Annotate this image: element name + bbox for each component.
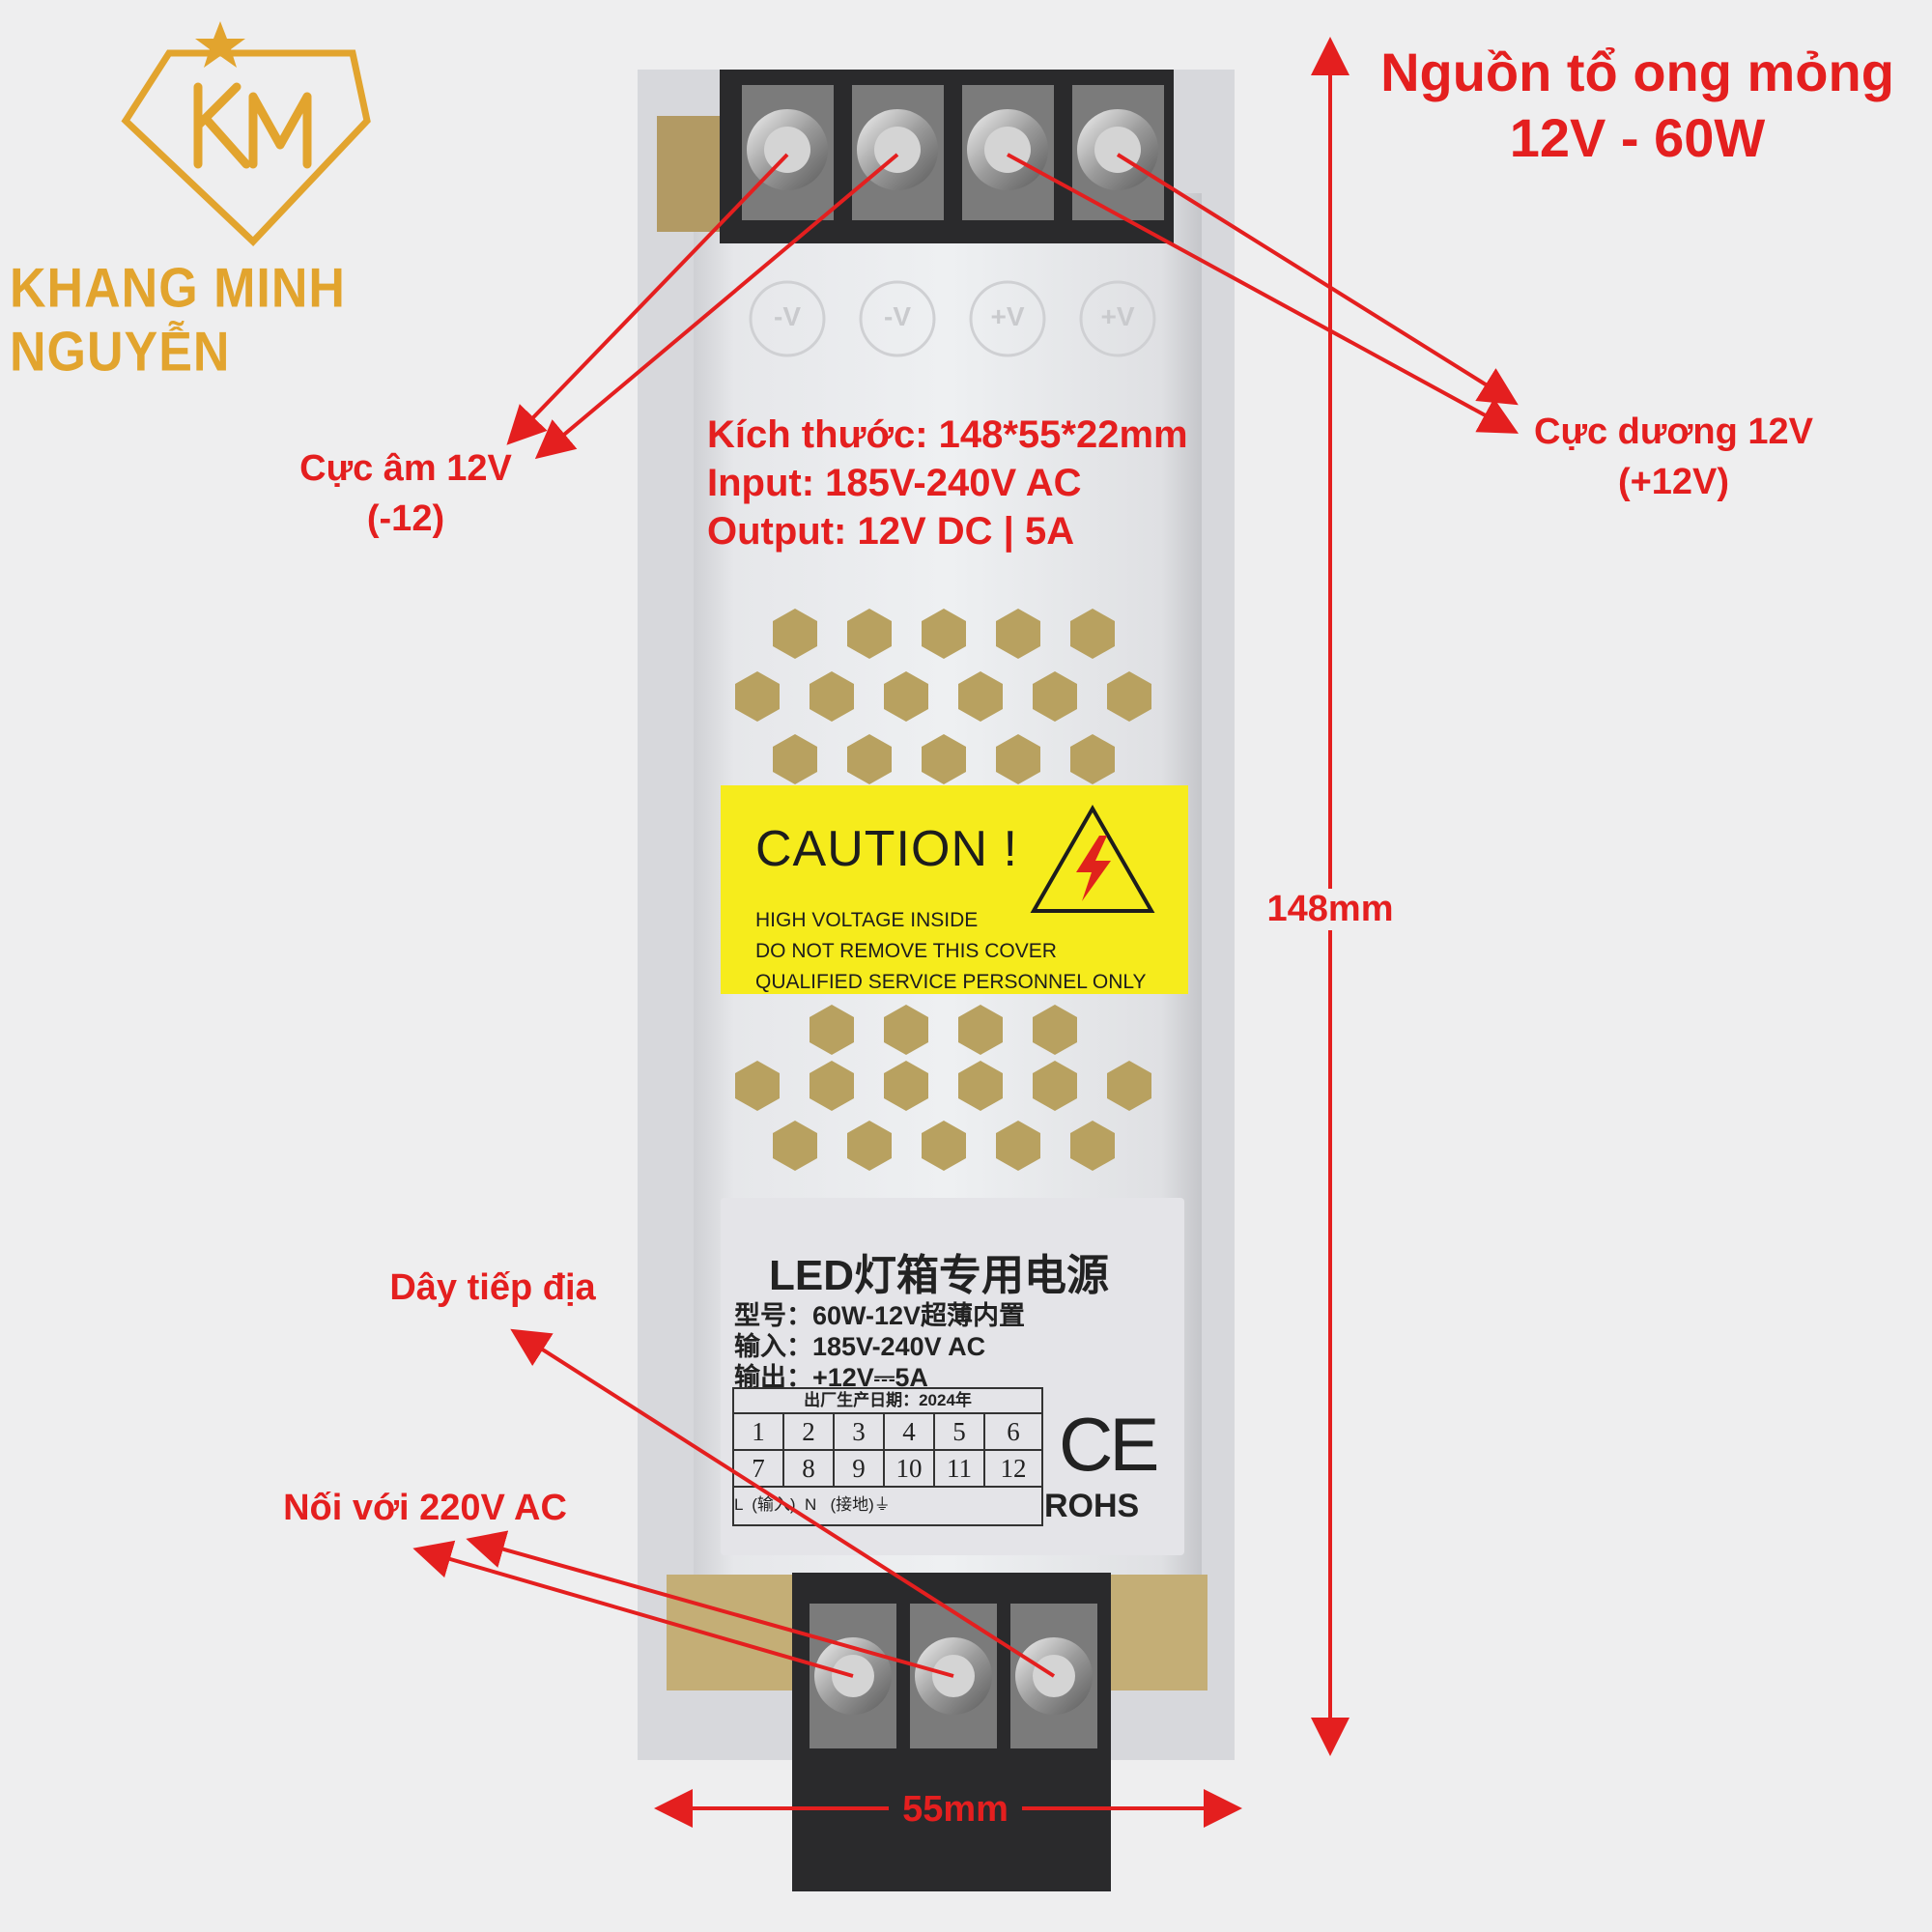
honeycomb-vents [735,609,1151,1171]
spec-size: Kích thước: 148*55*22mm [707,413,1188,456]
terminal-screw [962,85,1054,220]
terminal-screw [1010,1604,1097,1748]
month-cell: 10 [885,1451,935,1488]
product-label: LED灯箱专用电源 型号：60W-12V超薄内置 输入：185V-240V AC… [721,1198,1184,1555]
month-cell: 8 [784,1451,835,1488]
month-cell: 6 [985,1414,1041,1451]
dimension-height-label: 148mm [1258,889,1403,930]
month-cell: 12 [985,1451,1041,1488]
spec-input: Input: 185V-240V AC [707,462,1082,504]
callout-positive-value: (+12V) [1617,462,1730,502]
dimension-width-label: 55mm [902,1789,1009,1830]
month-cell: 11 [935,1451,985,1488]
caution-title: CAUTION ! [755,821,1018,877]
product-label-title: LED灯箱专用电源 [769,1252,1109,1299]
bottom-terminal-screws [810,1604,1097,1748]
month-cell: 4 [885,1414,935,1451]
production-date-grid: 出厂生产日期：2024年 1 2 3 4 5 6 7 8 9 10 11 12 … [732,1387,1043,1526]
terminal-screw [810,1604,896,1748]
callout-mains: Nối với 220V AC [283,1488,567,1528]
product-title-line2: 12V - 60W [1509,107,1766,168]
month-cell: 7 [734,1451,784,1488]
caution-label: CAUTION ! HIGH VOLTAGE INSIDE DO NOT REM… [721,785,1188,994]
month-cell: 3 [835,1414,885,1451]
terminal-mark: +V [1100,301,1135,331]
terminal-mark: -V [884,301,911,331]
callout-negative: Cực âm 12V [299,448,512,489]
spec-output: Output: 12V DC | 5A [707,510,1075,553]
month-cell: 9 [835,1451,885,1488]
month-cell: 1 [734,1414,784,1451]
rohs-mark: ROHS [1044,1488,1140,1524]
terminal-mark: -V [774,301,801,331]
terminal-legend: L (输入) N (接地)⏚ [734,1495,891,1514]
product-title-line1: Nguồn tổ ong mỏng [1380,42,1894,102]
callout-positive: Cực dương 12V [1534,412,1813,452]
date-header: 出厂生产日期：2024年 [734,1389,1041,1414]
terminal-screw [1072,85,1164,220]
high-voltage-warning-icon [1030,805,1155,913]
caution-line: HIGH VOLTAGE INSIDE [755,909,979,931]
product-label-model: 型号：60W-12V超薄内置 [734,1301,1026,1330]
terminal-screw [910,1604,997,1748]
month-cell: 2 [784,1414,835,1451]
brand-name: KHANG MINH NGUYỄN [10,258,346,384]
terminal-mark: +V [990,301,1025,331]
terminal-screw [742,85,834,220]
callout-negative-value: (-12) [366,498,445,539]
callout-ground: Dây tiếp địa [389,1267,596,1308]
caution-line: DO NOT REMOVE THIS COVER [755,940,1057,962]
ce-mark: CE [1059,1402,1159,1487]
terminal-screw [852,85,944,220]
month-cell: 5 [935,1414,985,1451]
caution-line: QUALIFIED SERVICE PERSONNEL ONLY [755,971,1147,993]
